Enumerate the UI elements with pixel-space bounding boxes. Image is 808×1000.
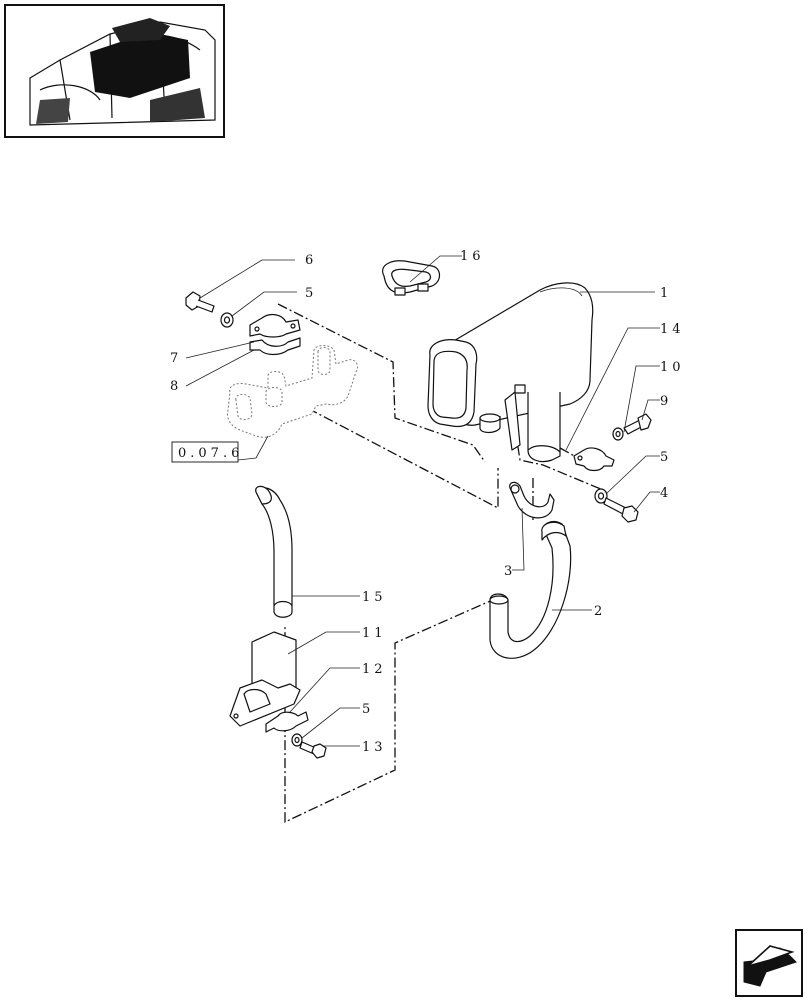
clamp-14 <box>573 447 615 472</box>
stack-pipe-15 <box>255 485 293 618</box>
exhaust-manifold-reference <box>227 345 359 438</box>
callout-5-bottom: 5 <box>362 702 374 717</box>
bolt-6 <box>185 291 215 313</box>
washer-5-top <box>220 312 234 328</box>
callout-labels: 6 5 16 1 7 8 14 10 9 5 4 3 2 15 11 12 5 … <box>170 249 685 755</box>
callout-1: 1 <box>660 286 672 301</box>
clamp-3 <box>509 481 555 519</box>
callout-5-right: 5 <box>660 450 672 465</box>
callout-10: 10 <box>660 360 685 375</box>
clamp-16 <box>382 260 441 296</box>
washer-5-right <box>594 488 608 504</box>
callout-12: 12 <box>362 662 387 677</box>
callout-7: 7 <box>170 351 182 366</box>
washer-5-bottom <box>291 733 303 747</box>
bolt-9 <box>623 413 652 435</box>
exhaust-pipe-2 <box>489 520 572 659</box>
callout-16: 16 <box>460 249 485 264</box>
callout-6: 6 <box>305 253 317 268</box>
callout-9: 9 <box>660 394 672 409</box>
clamp-12 <box>265 711 309 733</box>
callout-2: 2 <box>594 604 606 619</box>
washer-10 <box>612 427 624 441</box>
reference-box[interactable]: 0.07.6 <box>171 441 243 463</box>
callout-15: 15 <box>362 590 387 605</box>
callout-3: 3 <box>504 564 516 579</box>
callout-13: 13 <box>362 740 387 755</box>
muffler-1 <box>427 282 594 463</box>
clamp-7 <box>249 313 301 338</box>
next-page-arrow-icon[interactable] <box>735 929 803 997</box>
reference-label: 0.07.6 <box>178 446 243 461</box>
callout-11: 11 <box>362 626 387 641</box>
callout-14: 14 <box>660 322 685 337</box>
callout-4: 4 <box>660 486 672 501</box>
callout-5-top: 5 <box>305 286 317 301</box>
bracket-11 <box>229 631 301 727</box>
callout-8: 8 <box>170 379 182 394</box>
bolt-13 <box>299 741 327 759</box>
leader-lines <box>185 255 660 747</box>
engine-thumbnail-icon[interactable] <box>4 4 225 138</box>
clamp-8 <box>249 337 301 356</box>
bolt-4 <box>603 497 639 523</box>
